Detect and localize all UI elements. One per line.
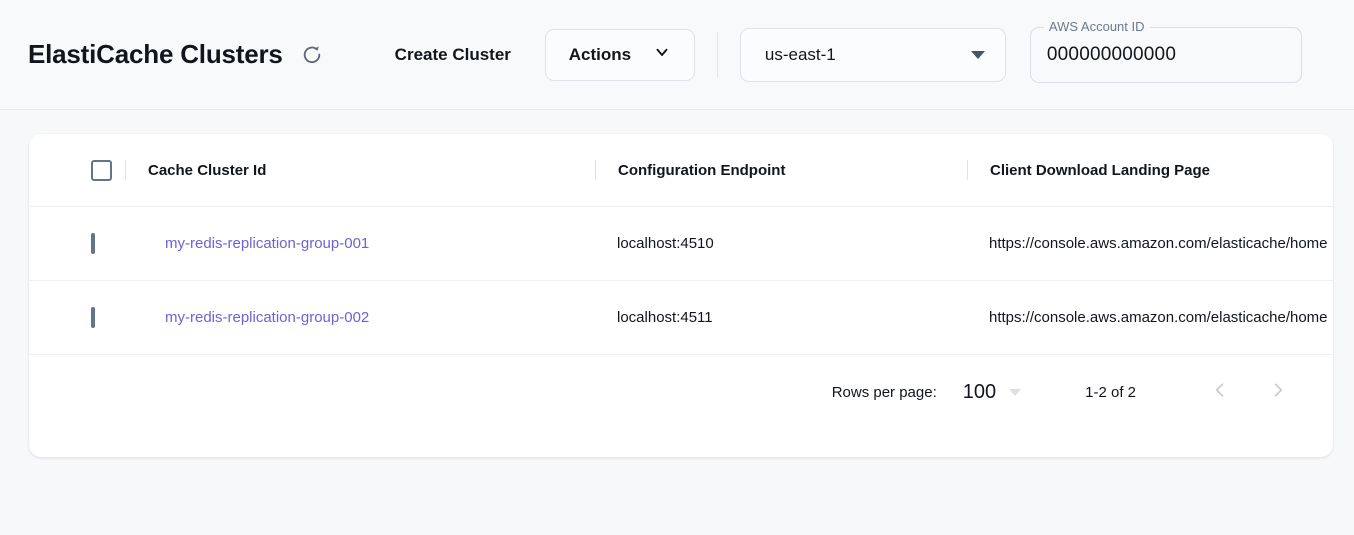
table-row[interactable]: my-redis-replication-group-001 localhost… xyxy=(29,206,1333,281)
actions-button-label: Actions xyxy=(568,44,632,64)
cell-configuration-endpoint: localhost:4510 xyxy=(595,206,967,281)
aws-account-id-value: 000000000000 xyxy=(1046,43,1177,65)
row-checkbox[interactable] xyxy=(91,307,95,328)
table-body: my-redis-replication-group-001 localhost… xyxy=(29,206,1333,355)
column-header-configuration-endpoint[interactable]: Configuration Endpoint xyxy=(595,134,967,207)
cell-configuration-endpoint: localhost:4511 xyxy=(595,280,967,355)
title-block: ElastiCache Clusters xyxy=(28,39,327,70)
rows-per-page-label: Rows per page: xyxy=(831,383,937,401)
column-divider xyxy=(125,160,126,180)
chevron-down-icon xyxy=(653,43,671,66)
column-header-label: Configuration Endpoint xyxy=(618,161,786,179)
clusters-table-card: Cache Cluster Id Configuration Endpoint … xyxy=(29,134,1333,457)
select-all-checkbox[interactable] xyxy=(91,159,112,181)
clusters-table: Cache Cluster Id Configuration Endpoint … xyxy=(29,134,1333,355)
column-divider xyxy=(967,160,968,180)
pagination-bar: Rows per page: 100 1-2 of 2 xyxy=(29,355,1333,429)
column-header-cache-cluster-id[interactable]: Cache Cluster Id xyxy=(125,134,595,207)
page-title: ElastiCache Clusters xyxy=(28,39,283,69)
column-header-label: Client Download Landing Page xyxy=(990,161,1211,179)
pagination-range-label: 1-2 of 2 xyxy=(1085,383,1136,401)
rows-per-page-value: 100 xyxy=(962,380,997,403)
header-divider xyxy=(716,31,718,78)
caret-down-icon xyxy=(1009,388,1022,396)
app-header: ElastiCache Clusters Create Cluster Acti… xyxy=(0,0,1354,110)
refresh-icon[interactable] xyxy=(297,40,327,70)
cluster-link[interactable]: my-redis-replication-group-001 xyxy=(165,235,370,252)
table-header: Cache Cluster Id Configuration Endpoint … xyxy=(29,134,1333,207)
landing-page-url: https://console.aws.amazon.com/elasticac… xyxy=(989,235,1328,252)
aws-account-id-field[interactable]: AWS Account ID 000000000000 xyxy=(1029,18,1302,83)
row-select-cell xyxy=(29,280,125,355)
row-select-cell xyxy=(29,206,125,281)
cell-client-download-landing-page: https://console.aws.amazon.com/elasticac… xyxy=(967,280,1333,355)
column-header-label: Cache Cluster Id xyxy=(148,161,267,179)
aws-account-id-label: AWS Account ID xyxy=(1043,18,1150,34)
cluster-link[interactable]: my-redis-replication-group-002 xyxy=(165,309,370,326)
cell-cache-cluster-id: my-redis-replication-group-001 xyxy=(125,206,595,281)
table-header-row: Cache Cluster Id Configuration Endpoint … xyxy=(29,134,1333,207)
column-divider xyxy=(595,160,596,180)
column-header-client-download-landing-page[interactable]: Client Download Landing Page xyxy=(967,134,1333,207)
rows-per-page-select[interactable]: 100 xyxy=(962,380,1022,404)
caret-down-icon xyxy=(970,50,985,59)
region-select-value: us-east-1 xyxy=(764,44,836,64)
table-row[interactable]: my-redis-replication-group-002 localhost… xyxy=(29,280,1333,355)
landing-page-url: https://console.aws.amazon.com/elasticac… xyxy=(989,309,1328,326)
cell-client-download-landing-page: https://console.aws.amazon.com/elasticac… xyxy=(967,206,1333,281)
region-select[interactable]: us-east-1 xyxy=(739,27,1006,82)
select-all-header xyxy=(29,134,125,207)
chevron-right-icon xyxy=(1268,380,1288,405)
create-cluster-button[interactable]: Create Cluster xyxy=(394,44,511,64)
chevron-left-icon xyxy=(1210,380,1230,405)
content-area: Cache Cluster Id Configuration Endpoint … xyxy=(0,110,1354,457)
row-checkbox[interactable] xyxy=(91,233,95,254)
previous-page-button[interactable] xyxy=(1198,370,1242,414)
cell-cache-cluster-id: my-redis-replication-group-002 xyxy=(125,280,595,355)
next-page-button[interactable] xyxy=(1256,370,1300,414)
actions-button[interactable]: Actions xyxy=(544,28,695,81)
